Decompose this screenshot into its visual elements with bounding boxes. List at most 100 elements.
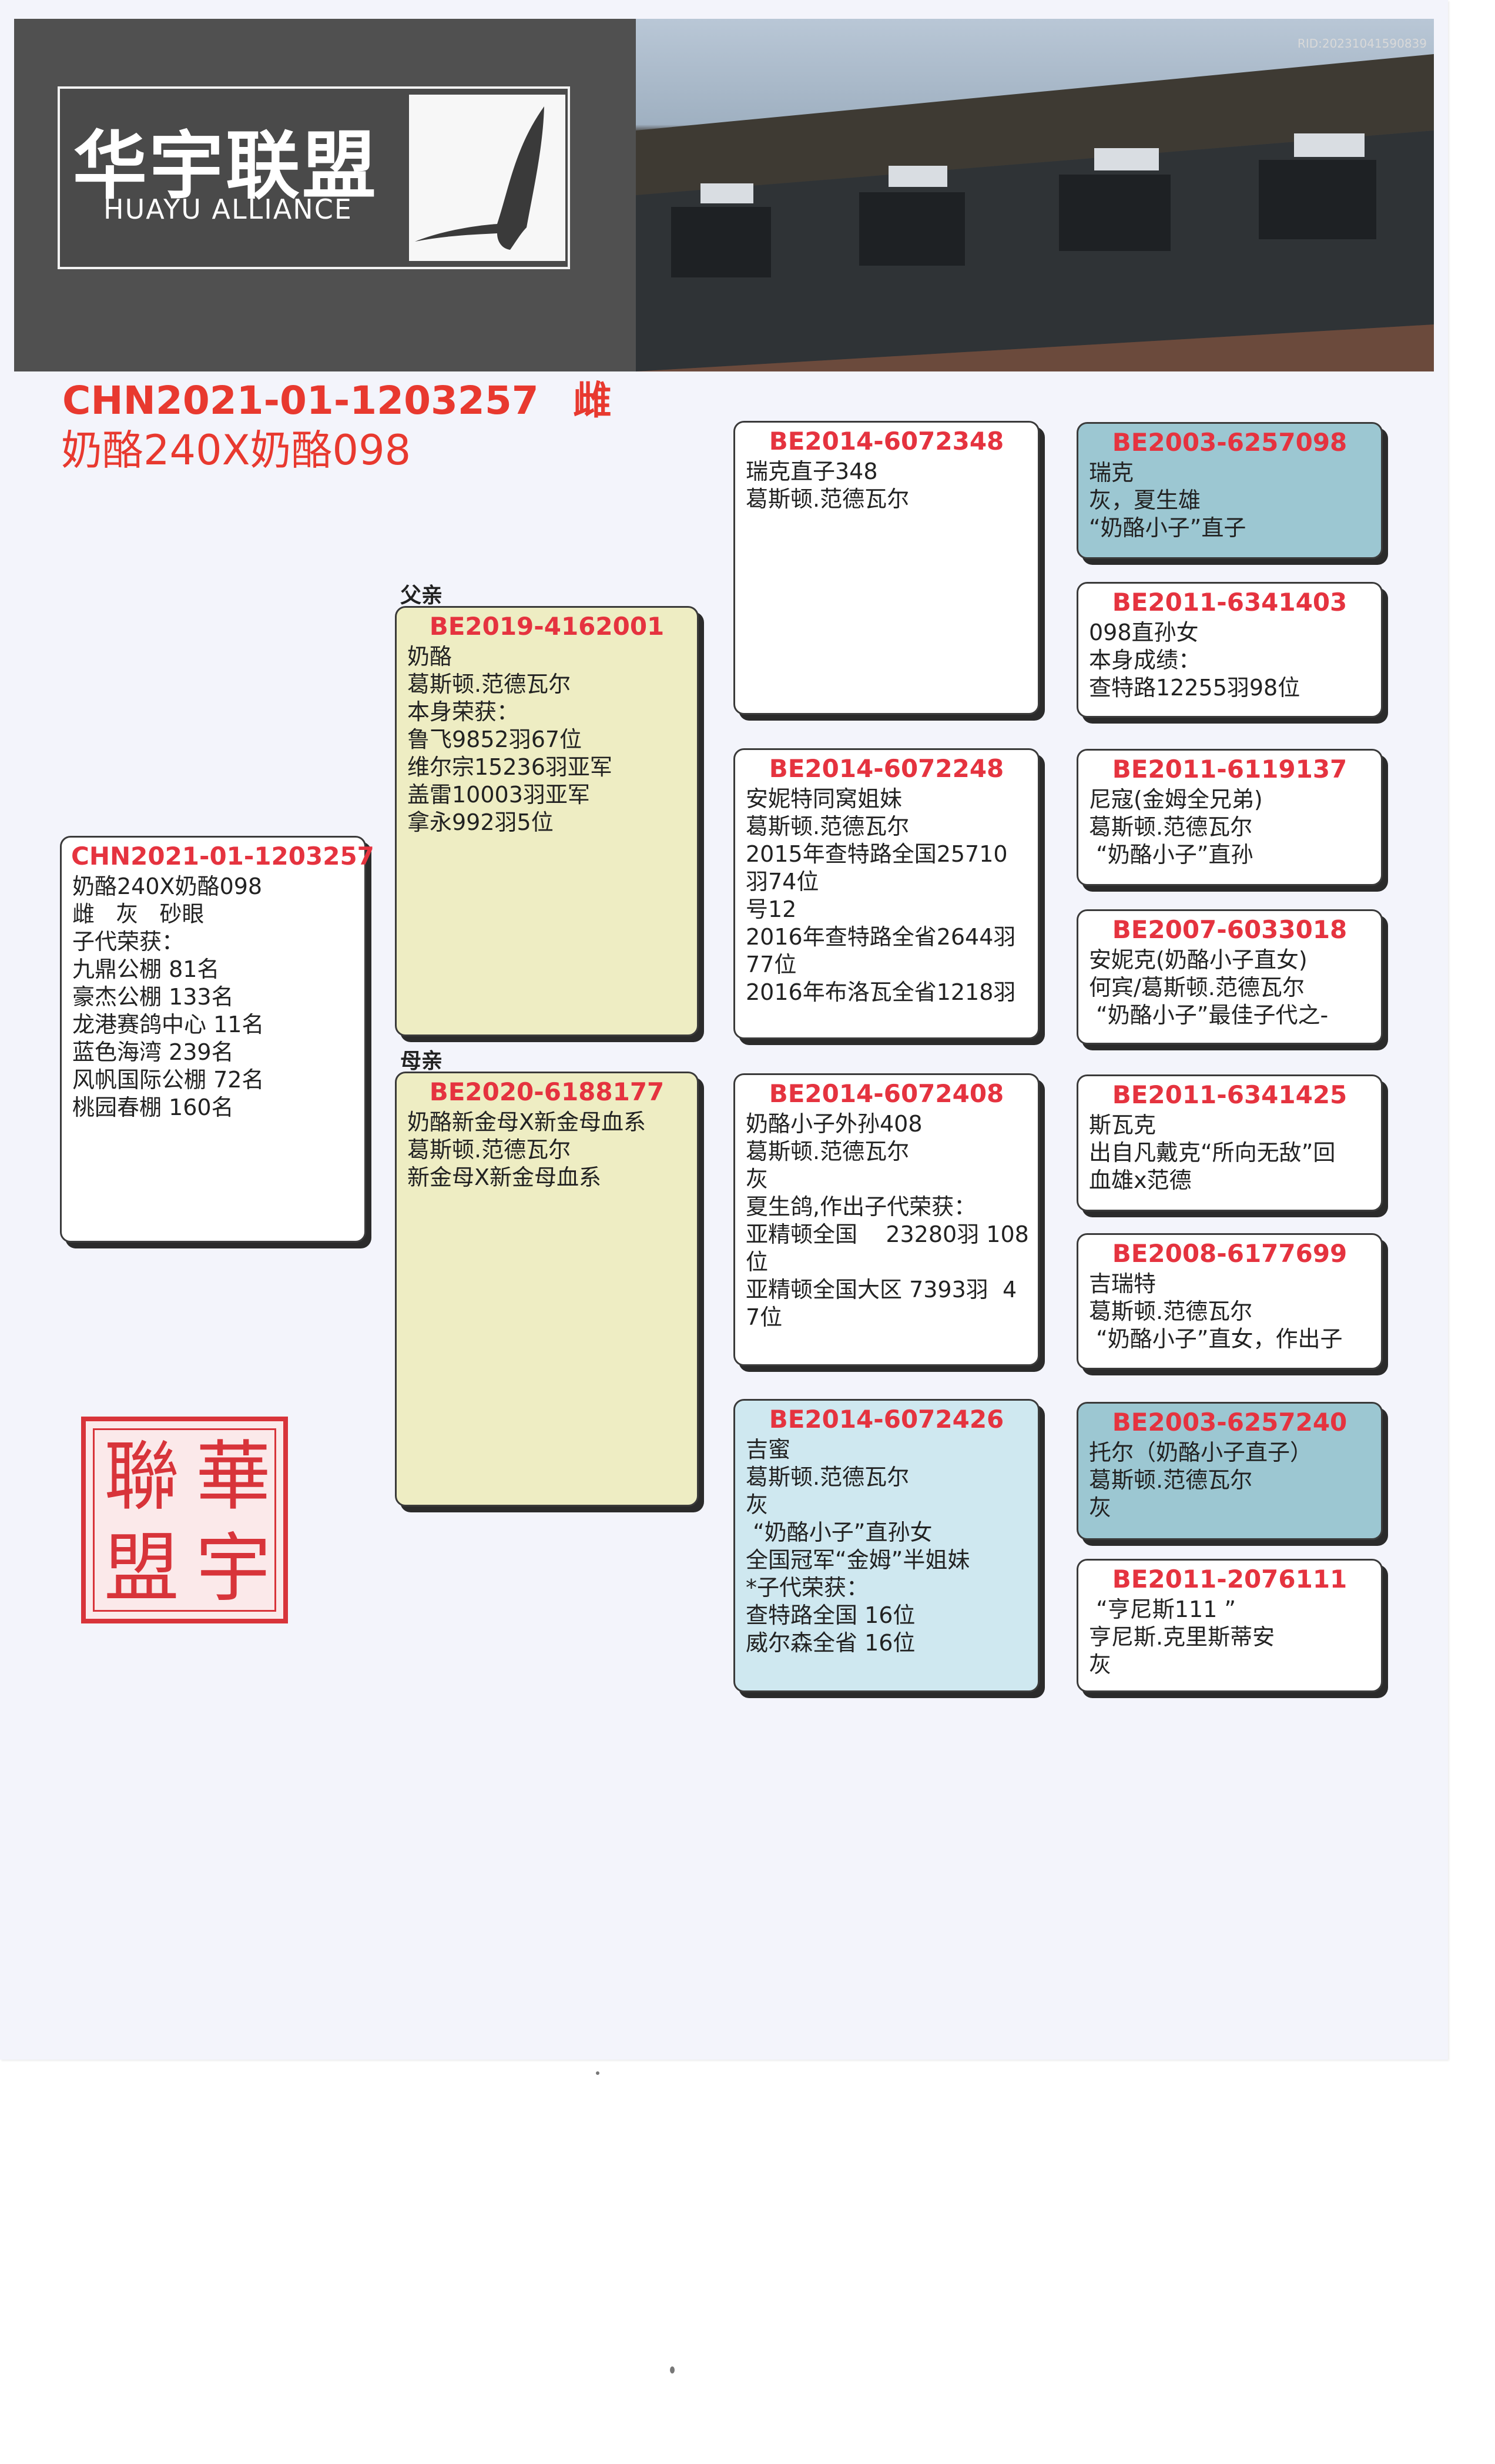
pedigree-line: 灰，夏生雄	[1089, 487, 1201, 513]
pedigree-lines: 安妮克(奶酪小子直女)何宾/葛斯顿.范德瓦尔 “奶酪小子”最佳子代之-	[1078, 946, 1381, 1029]
ring-number: BE2020-6188177	[429, 1077, 665, 1106]
pedigree-line: “亨尼斯111 ”	[1089, 1596, 1236, 1622]
pedigree-line: 灰	[1089, 1652, 1112, 1678]
pedigree-line: 斯瓦克	[1089, 1112, 1157, 1138]
pedigree-line: 葛斯顿.范德瓦尔	[407, 1137, 571, 1163]
ring-number: BE2008-6177699	[1112, 1239, 1347, 1268]
pedigree-line: 灰	[746, 1492, 769, 1518]
pedigree-line: 夏生鸽,作出子代荣获：	[746, 1194, 977, 1220]
pedigree-line: 号12	[746, 896, 797, 922]
pedigree-line: 瑞克直子348	[746, 458, 878, 484]
great-grandparent-card: BE2011-6341425 斯瓦克出自凡戴克“所向无敌”回血雄x范德	[1077, 1074, 1383, 1211]
huayu-seal-stamp: 華 宇 聯 盟	[81, 1417, 288, 1623]
pedigree-line: “奶酪小子”直女，作出子	[1089, 1326, 1343, 1352]
pedigree-line: 葛斯顿.范德瓦尔	[1089, 1467, 1253, 1493]
pedigree-lines: 托尔（奶酪小子直子）葛斯顿.范德瓦尔灰	[1078, 1439, 1381, 1522]
pedigree-line: 吉蜜	[746, 1437, 791, 1462]
pedigree-line: 鲁飞9852羽67位	[407, 727, 582, 752]
great-grandparent-card: BE2011-2076111 “亨尼斯111 ”亨尼斯.克里斯蒂安灰	[1077, 1559, 1383, 1692]
pedigree-line: 灰	[746, 1166, 769, 1192]
logo: 华宇联盟 HUAYU ALLIANCE	[58, 86, 570, 269]
pedigree-line: 098直孙女	[1089, 620, 1199, 645]
pedigree-line: 雌 灰 砂眼	[72, 901, 205, 927]
pedigree-line: 吉瑞特	[1089, 1271, 1157, 1297]
pedigree-lines: 吉蜜葛斯顿.范德瓦尔灰 “奶酪小子”直孙女全国冠军“金姆”半姐妹*子代荣获：查特…	[735, 1436, 1038, 1657]
pedigree-line: 葛斯顿.范德瓦尔	[746, 813, 910, 839]
loft-photo: RID:20231041590839	[636, 19, 1434, 371]
ring-number: BE2007-6033018	[1112, 915, 1347, 944]
pedigree-lines: 吉瑞特葛斯顿.范德瓦尔 “奶酪小子”直女，作出子	[1078, 1270, 1381, 1353]
pedigree-line: 尼寇(金姆全兄弟)	[1089, 786, 1263, 812]
pedigree-line: “奶酪小子”直子	[1089, 515, 1246, 541]
pedigree-line: 威尔森全省 16位	[746, 1630, 916, 1656]
pedigree-line: 亚精顿全国大区 7393羽 4	[746, 1277, 1017, 1303]
pedigree-lines: 瑞克灰，夏生雄“奶酪小子”直子	[1078, 459, 1381, 542]
pedigree-line: 2016年查特路全省2644羽	[746, 924, 1016, 950]
bird-logo-icon	[409, 95, 565, 261]
pedigree-line: 本身成绩：	[1089, 647, 1201, 673]
pedigree-lines: 斯瓦克出自凡戴克“所向无敌”回血雄x范德	[1078, 1112, 1381, 1194]
ring-number: BE2014-6072408	[769, 1079, 1004, 1108]
ring-number: BE2019-4162001	[429, 612, 665, 641]
seal-char: 盟	[103, 1525, 179, 1612]
pedigree-lines: 奶酪葛斯顿.范德瓦尔本身荣获：鲁飞9852羽67位维尔宗15236羽亚军盖雷10…	[397, 643, 697, 836]
pedigree-line: 何宾/葛斯顿.范德瓦尔	[1089, 975, 1305, 1000]
pedigree-line: 奶酪	[407, 644, 452, 669]
pedigree-line: 葛斯顿.范德瓦尔	[746, 486, 910, 512]
pedigree-line: 桃园春棚 160名	[72, 1094, 234, 1120]
pedigree-line: 维尔宗15236羽亚军	[407, 754, 612, 780]
scan-speck	[596, 2071, 599, 2075]
pedigree-line: 出自凡戴克“所向无敌”回	[1089, 1140, 1336, 1166]
pedigree-line: 灰	[1089, 1495, 1112, 1521]
pedigree-line: 葛斯顿.范德瓦尔	[407, 671, 571, 697]
ring-number: BE2011-6341403	[1112, 588, 1347, 617]
seal-char: 聯	[103, 1433, 179, 1521]
pedigree-line: “奶酪小子”直孙	[1089, 842, 1253, 868]
pedigree-line: 盖雷10003羽亚军	[407, 782, 590, 808]
pedigree-line: 全国冠军“金姆”半姐妹	[746, 1547, 970, 1573]
pedigree-line: 安妮特同窝姐妹	[746, 786, 903, 812]
subject-pedigree-heading: 奶酪240X奶酪098	[61, 426, 411, 474]
ring-number: BE2011-6341425	[1112, 1080, 1347, 1109]
pedigree-line: 2015年查特路全国25710	[746, 841, 1008, 867]
pedigree-line: 瑞克	[1089, 460, 1134, 486]
pedigree-line: 托尔（奶酪小子直子）	[1089, 1439, 1313, 1465]
pedigree-line: 葛斯顿.范德瓦尔	[746, 1139, 910, 1164]
pedigree-line: 7位	[746, 1304, 783, 1330]
pedigree-lines: “亨尼斯111 ”亨尼斯.克里斯蒂安灰	[1078, 1596, 1381, 1679]
seal-char: 華	[195, 1433, 271, 1521]
pedigree-line: 安妮克(奶酪小子直女)	[1089, 947, 1308, 973]
ring-number: BE2014-6072426	[769, 1405, 1004, 1434]
mother-tag: 母亲	[400, 1049, 443, 1073]
pedigree-line: 葛斯顿.范德瓦尔	[1089, 1298, 1253, 1324]
pedigree-line: 葛斯顿.范德瓦尔	[1089, 814, 1253, 840]
pedigree-line: 2016年布洛瓦全省1218羽	[746, 979, 1016, 1005]
photo-id: RID:20231041590839	[1297, 36, 1427, 51]
pedigree-line: 77位	[746, 952, 797, 977]
heading-ring: CHN2021-01-1203257	[62, 378, 539, 423]
pedigree-line: 奶酪小子外孙408	[746, 1111, 923, 1137]
header-banner: RID:20231041590839 华宇联盟 HUAYU ALLIANCE	[14, 19, 1434, 371]
pedigree-line: 九鼎公棚 81名	[72, 956, 220, 982]
pedigree-lines: 098直孙女本身成绩：查特路12255羽98位	[1078, 619, 1381, 702]
pedigree-line: 子代荣获：	[72, 929, 185, 955]
pedigree-line: 位	[746, 1249, 769, 1275]
pedigree-line: 龙港赛鸽中心 11名	[72, 1012, 264, 1037]
seal-char: 宇	[195, 1525, 271, 1612]
pedigree-line: 拿永992羽5位	[407, 809, 554, 835]
ring-number: BE2014-6072248	[769, 754, 1004, 783]
pedigree-line: 新金母X新金母血系	[407, 1164, 602, 1190]
pedigree-line: 奶酪新金母X新金母血系	[407, 1109, 646, 1135]
